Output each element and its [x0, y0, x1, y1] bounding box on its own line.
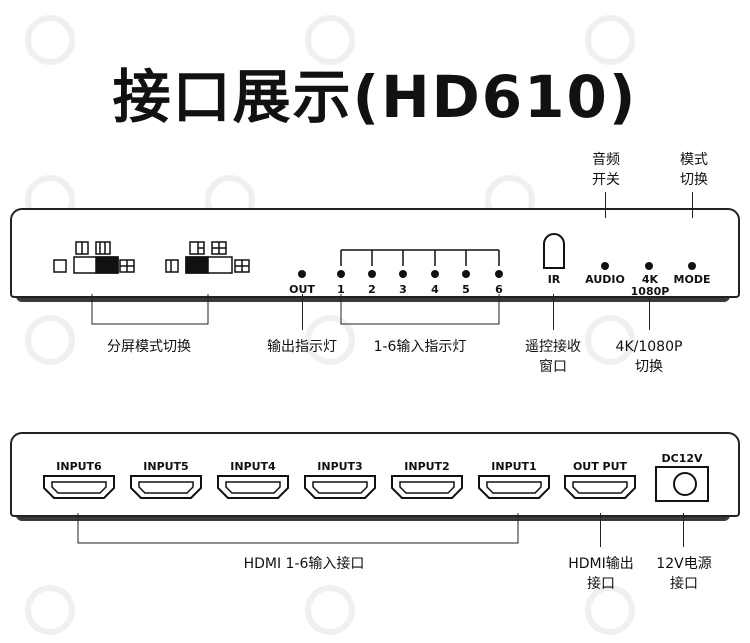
resolution-button[interactable]: [645, 262, 653, 270]
resolution-leader: [649, 298, 650, 330]
hdmi-input5-port[interactable]: [129, 474, 203, 500]
caption-resolution-line2: 切换: [635, 359, 663, 375]
led-out-label: OUT: [289, 283, 315, 296]
caption-power-line1: 12V电源: [656, 556, 712, 572]
caption-ir-line2: 窗口: [539, 359, 567, 375]
hdmi-output-port[interactable]: [563, 474, 637, 500]
led-out: [298, 270, 306, 278]
led-input-2: [368, 270, 376, 278]
led-input-6-label: 6: [495, 283, 503, 296]
port-input5-label: INPUT5: [143, 460, 189, 473]
led-input-4-label: 4: [431, 283, 439, 296]
caption-hdmi-output-line2: 接口: [587, 576, 615, 592]
caption-hdmi-output-line1: HDMI输出: [568, 556, 634, 572]
inputs-leader: [77, 513, 519, 544]
port-input6-label: INPUT6: [56, 460, 102, 473]
callout-audio-line2: 开关: [592, 172, 620, 188]
port-input2-label: INPUT2: [404, 460, 450, 473]
led-input-5-label: 5: [462, 283, 470, 296]
resolution-label-1080p: 1080P: [630, 285, 670, 298]
audio-label: AUDIO: [585, 273, 625, 286]
input-led-leader: [340, 294, 500, 325]
audio-button[interactable]: [601, 262, 609, 270]
front-panel: [10, 208, 740, 298]
mode-label: MODE: [673, 273, 711, 286]
caption-ir-line1: 遥控接收: [525, 339, 581, 355]
port-input3-label: INPUT3: [317, 460, 363, 473]
split-mode-leader: [91, 294, 209, 325]
ir-window-icon: [543, 233, 565, 269]
hdmi-input4-port[interactable]: [216, 474, 290, 500]
ir-leader: [553, 294, 554, 330]
led-input-2-label: 2: [368, 283, 376, 296]
input-led-bracket: [340, 249, 500, 266]
mode-button[interactable]: [688, 262, 696, 270]
split-mode-icon-a: [53, 241, 135, 274]
caption-split-mode: 分屏模式切换: [107, 339, 191, 355]
callout-mode-line2: 切换: [680, 172, 708, 188]
caption-out-led: 输出指示灯: [267, 339, 337, 355]
led-input-3: [399, 270, 407, 278]
dc-label: DC12V: [661, 452, 703, 465]
port-input4-label: INPUT4: [230, 460, 276, 473]
ir-label: IR: [547, 273, 561, 286]
hdmi-input3-port[interactable]: [303, 474, 377, 500]
callout-mode-leader: [692, 192, 693, 218]
page-title: 接口展示(HD610): [112, 63, 638, 131]
dc-power-jack[interactable]: [655, 466, 709, 502]
callout-audio-line1: 音频: [592, 152, 620, 168]
caption-power-line2: 接口: [670, 576, 698, 592]
led-input-1: [337, 270, 345, 278]
caption-input-leds: 1-6输入指示灯: [373, 339, 467, 355]
resolution-label-4k: 4K: [641, 273, 659, 286]
caption-hdmi-inputs: HDMI 1-6输入接口: [243, 556, 365, 572]
hdmi-input2-port[interactable]: [390, 474, 464, 500]
port-input1-label: INPUT1: [491, 460, 537, 473]
led-input-6: [495, 270, 503, 278]
back-panel: [10, 432, 740, 517]
led-input-1-label: 1: [337, 283, 345, 296]
led-input-3-label: 3: [399, 283, 407, 296]
split-mode-icon-b: [165, 241, 250, 274]
power-leader: [683, 513, 684, 547]
hdmi-input1-port[interactable]: [477, 474, 551, 500]
callout-audio-leader: [605, 192, 606, 218]
out-led-leader: [302, 294, 303, 330]
output-leader: [600, 513, 601, 547]
port-output-label: OUT PUT: [572, 460, 628, 473]
hdmi-input6-port[interactable]: [42, 474, 116, 500]
caption-resolution-line1: 4K/1080P: [615, 339, 683, 355]
led-input-5: [462, 270, 470, 278]
led-input-4: [431, 270, 439, 278]
callout-mode-line1: 模式: [680, 152, 708, 168]
